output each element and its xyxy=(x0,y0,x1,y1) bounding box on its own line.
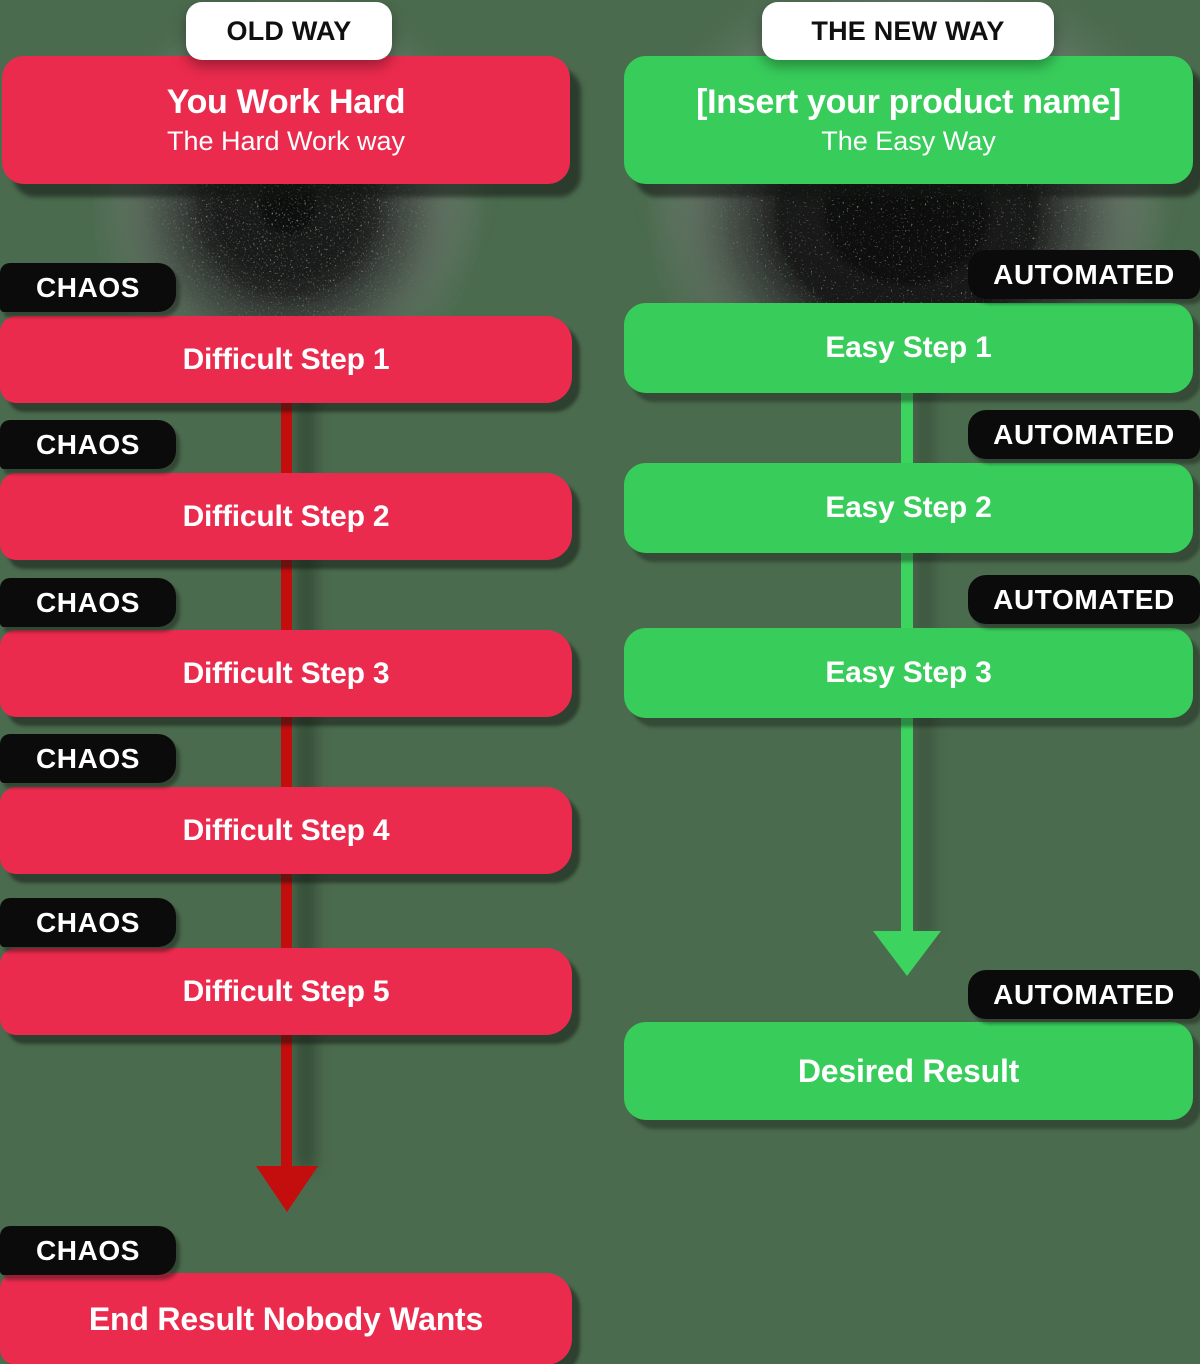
difficult-step-3-box: Difficult Step 3 xyxy=(0,630,572,717)
chaos-badge-3-label: CHAOS xyxy=(35,586,141,618)
automated-badge-4: AUTOMATED xyxy=(968,970,1200,1019)
chaos-badge-6-label: CHAOS xyxy=(35,1234,141,1266)
new-way-result-box: Desired Result xyxy=(624,1022,1193,1120)
difficult-step-2-box: Difficult Step 2 xyxy=(0,473,572,560)
easy-step-1-label: Easy Step 1 xyxy=(825,331,992,364)
difficult-step-1-label: Difficult Step 1 xyxy=(182,342,390,376)
difficult-step-2-label: Difficult Step 2 xyxy=(182,499,390,533)
old-way-subtitle: The Hard Work way xyxy=(166,126,406,157)
difficult-step-4-label: Difficult Step 4 xyxy=(182,813,390,847)
easy-step-1-box: Easy Step 1 xyxy=(624,303,1193,393)
easy-step-3-label: Easy Step 3 xyxy=(825,656,992,689)
automated-badge-2-label: AUTOMATED xyxy=(993,418,1175,450)
automated-badge-4-label: AUTOMATED xyxy=(993,978,1175,1010)
easy-step-2-label: Easy Step 2 xyxy=(825,491,992,524)
old-way-title: You Work Hard xyxy=(166,82,406,121)
chaos-badge-3: CHAOS xyxy=(0,578,176,627)
new-way-pill: THE NEW WAY xyxy=(762,2,1054,60)
chaos-badge-2-label: CHAOS xyxy=(35,428,141,460)
new-way-result-label: Desired Result xyxy=(797,1052,1020,1089)
difficult-step-5-label: Difficult Step 5 xyxy=(182,974,390,1008)
old-way-arrowhead-icon xyxy=(256,1166,318,1212)
automated-badge-1: AUTOMATED xyxy=(968,250,1200,299)
chaos-badge-1: CHAOS xyxy=(0,263,176,312)
chaos-badge-5-label: CHAOS xyxy=(35,906,141,938)
difficult-step-1-box: Difficult Step 1 xyxy=(0,316,572,403)
old-way-pill: OLD WAY xyxy=(186,2,392,60)
automated-badge-3-label: AUTOMATED xyxy=(993,583,1175,615)
difficult-step-4-box: Difficult Step 4 xyxy=(0,787,572,874)
new-way-header-box: [Insert your product name] The Easy Way xyxy=(624,56,1193,184)
new-way-subtitle: The Easy Way xyxy=(821,126,996,157)
chaos-badge-6: CHAOS xyxy=(0,1226,176,1275)
new-way-pill-label: THE NEW WAY xyxy=(811,15,1005,46)
automated-badge-1-label: AUTOMATED xyxy=(993,258,1175,290)
new-way-arrowhead-icon xyxy=(873,931,941,976)
chaos-badge-5: CHAOS xyxy=(0,898,176,947)
chaos-badge-4-label: CHAOS xyxy=(35,742,141,774)
new-way-title: [Insert your product name] xyxy=(696,82,1121,121)
old-way-result-box: End Result Nobody Wants xyxy=(0,1273,572,1364)
difficult-step-3-label: Difficult Step 3 xyxy=(182,656,390,690)
chaos-badge-4: CHAOS xyxy=(0,734,176,783)
old-way-result-label: End Result Nobody Wants xyxy=(88,1300,484,1337)
difficult-step-5-box: Difficult Step 5 xyxy=(0,948,572,1035)
old-way-pill-label: OLD WAY xyxy=(226,15,352,46)
easy-step-2-box: Easy Step 2 xyxy=(624,463,1193,553)
chaos-badge-2: CHAOS xyxy=(0,420,176,469)
automated-badge-2: AUTOMATED xyxy=(968,410,1200,459)
automated-badge-3: AUTOMATED xyxy=(968,575,1200,624)
old-way-arrow-line xyxy=(281,360,292,1168)
easy-step-3-box: Easy Step 3 xyxy=(624,628,1193,718)
old-way-header-box: You Work Hard The Hard Work way xyxy=(2,56,570,184)
chaos-badge-1-label: CHAOS xyxy=(35,271,141,303)
